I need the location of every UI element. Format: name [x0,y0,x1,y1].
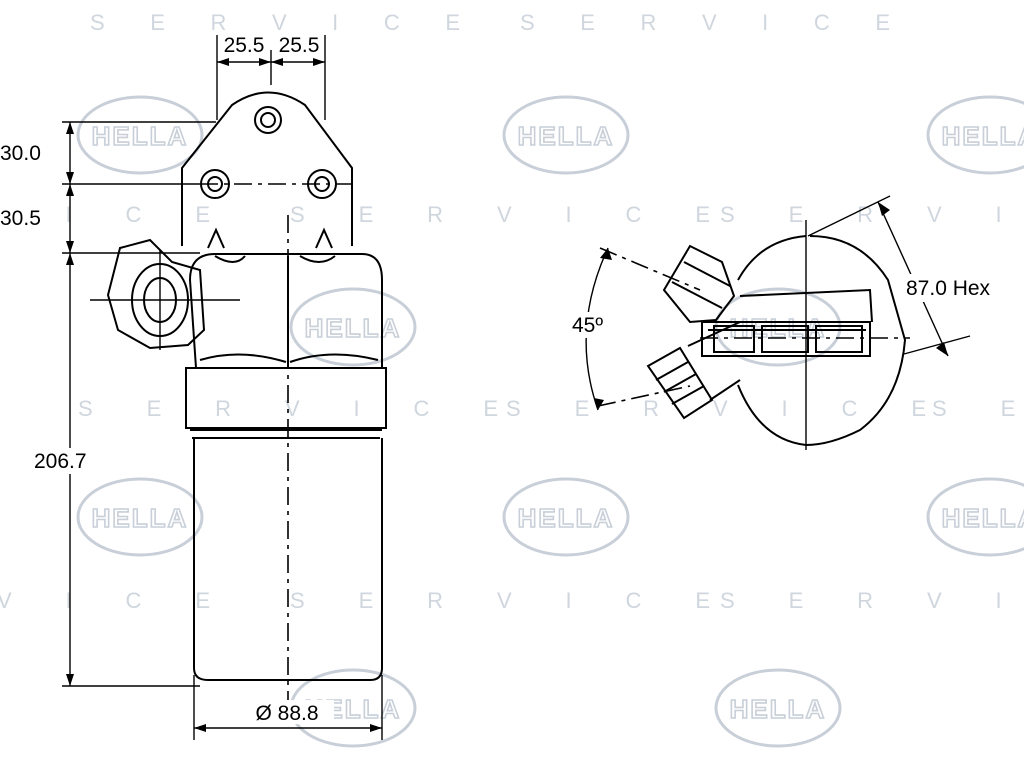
svg-text:HELLA: HELLA [518,503,615,533]
svg-text:HELLA: HELLA [518,121,615,151]
top-view-lower-fitting [646,321,741,420]
service-watermark: S E R V I C E [0,588,210,613]
diameter-dimension: Ø 88.8 [193,675,383,740]
svg-text:HELLA: HELLA [92,121,189,151]
hella-logo: HELLA [714,668,842,748]
top-width-dimension: 25.5 25.5 [216,34,326,120]
side-fitting [90,238,240,350]
collar-band [185,367,387,439]
hex-head [188,215,383,700]
top-view-connector-bar [701,288,873,357]
dim-height-mid: 30.5 [0,207,41,230]
top-view-body [700,220,910,450]
svg-text:HELLA: HELLA [92,503,189,533]
hella-logo: HELLA [926,477,1024,557]
hex-dimension: 87.0 Hex [807,195,1024,357]
top-view: 45º 87.0 Hex [568,195,1024,450]
dim-height-top: 30.0 [0,142,41,165]
dim-angle: 45º [572,314,603,337]
dim-width-left: 25.5 [224,34,265,57]
service-watermark: S E R V I C E [520,10,890,35]
svg-text:HELLA: HELLA [942,121,1024,151]
hella-logo: HELLA [926,95,1024,175]
watermark-layer: HELLA HELLA HELLA HELLA HELLA HELLA HELL… [0,10,1024,748]
left-height-dimensions: 30.0 30.5 206.7 [0,121,216,687]
hella-logo: HELLA [76,95,204,175]
svg-text:HELLA: HELLA [305,313,402,343]
service-watermark: S E R V I C E [720,588,1024,613]
service-watermark: S E R V I C E [290,588,710,613]
service-watermark: S E R V I C E [290,202,710,227]
hella-logo: HELLA [76,477,204,557]
service-watermark: S E R V I C E [720,202,1024,227]
dim-hex: 87.0 Hex [906,277,991,300]
dim-width-right: 25.5 [279,34,320,57]
service-watermark: S E R V I C E [506,396,926,421]
cylinder-body [193,438,383,681]
dim-height-total: 206.7 [34,450,87,473]
svg-text:HELLA: HELLA [730,694,827,724]
service-watermark: S E R V I C E [932,396,1024,421]
side-view: 25.5 25.5 30.0 30.5 206.7 [0,34,387,740]
angle-dimension: 45º [568,247,701,411]
mounting-bracket [181,91,353,249]
hella-logo: HELLA [502,95,630,175]
top-view-upper-fitting [662,244,736,324]
dim-diameter: Ø 88.8 [255,702,318,725]
hella-logo: HELLA [289,287,417,367]
svg-text:HELLA: HELLA [942,503,1024,533]
hella-logo: HELLA [502,477,630,557]
service-watermark: S E R V I C E [90,10,460,35]
